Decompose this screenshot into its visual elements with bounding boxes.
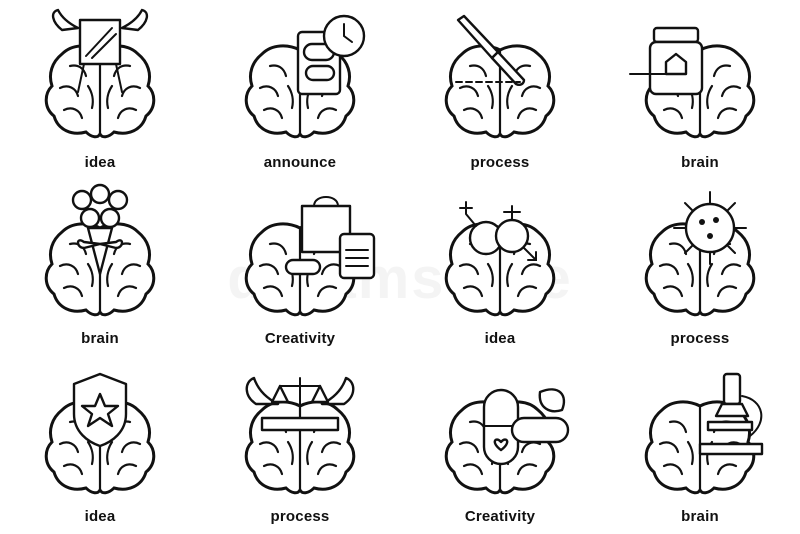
icon-caption: idea <box>484 330 516 347</box>
icon-caption: process <box>270 508 330 525</box>
icon-caption: Creativity <box>264 330 336 347</box>
icon-tile: process <box>200 356 400 534</box>
shopping-bag-pills-icon-overlay <box>284 196 376 280</box>
winged-easel-icon <box>44 8 156 139</box>
rose-bouquet-icon <box>44 183 156 317</box>
scalpel-icon <box>444 14 556 139</box>
icon-tile: announce <box>200 0 400 178</box>
rose-bouquet-icon-overlay <box>71 183 129 276</box>
icon-tile: idea <box>400 178 600 356</box>
winged-easel-icon-overlay <box>51 8 149 97</box>
icon-tile: brain <box>0 178 200 356</box>
icon-caption: idea <box>84 154 116 171</box>
icon-caption: idea <box>84 508 116 525</box>
star-shield-icon-overlay <box>72 372 128 448</box>
icon-tile: brain <box>600 0 800 178</box>
gender-symbols-icon <box>444 201 556 317</box>
winged-scales-icon-overlay <box>245 376 355 432</box>
gender-symbols-icon-overlay <box>459 201 537 261</box>
icon-tile: brain <box>600 356 800 534</box>
icon-caption: brain <box>681 508 719 525</box>
medicine-jar-icon <box>629 26 756 139</box>
medicine-jar-icon-overlay <box>629 26 704 96</box>
capsule-leaf-icon <box>444 388 570 495</box>
star-shield-icon <box>44 372 156 495</box>
icon-caption: process <box>670 330 730 347</box>
capsule-leaf-icon-overlay <box>482 388 570 466</box>
shopping-bag-pills-icon <box>244 196 376 317</box>
pills-clock-icon-overlay <box>296 14 366 96</box>
icon-tile: Creativity <box>200 178 400 356</box>
icon-tile: idea <box>0 0 200 178</box>
icon-tile: idea <box>0 356 200 534</box>
scalpel-icon-overlay <box>455 14 526 86</box>
icon-caption: announce <box>263 154 337 171</box>
microscope-icon-overlay <box>698 372 764 456</box>
virus-icon <box>644 191 756 317</box>
microscope-icon <box>644 372 764 495</box>
icon-tile: process <box>600 178 800 356</box>
icon-caption: brain <box>681 154 719 171</box>
winged-scales-icon <box>244 376 356 495</box>
pills-clock-icon <box>244 14 366 139</box>
icon-tile: Creativity <box>400 356 600 534</box>
virus-icon-overlay <box>673 191 747 265</box>
icon-caption: Creativity <box>464 508 536 525</box>
icon-caption: brain <box>81 330 119 347</box>
icon-caption: process <box>470 154 530 171</box>
icon-tile: process <box>400 0 600 178</box>
